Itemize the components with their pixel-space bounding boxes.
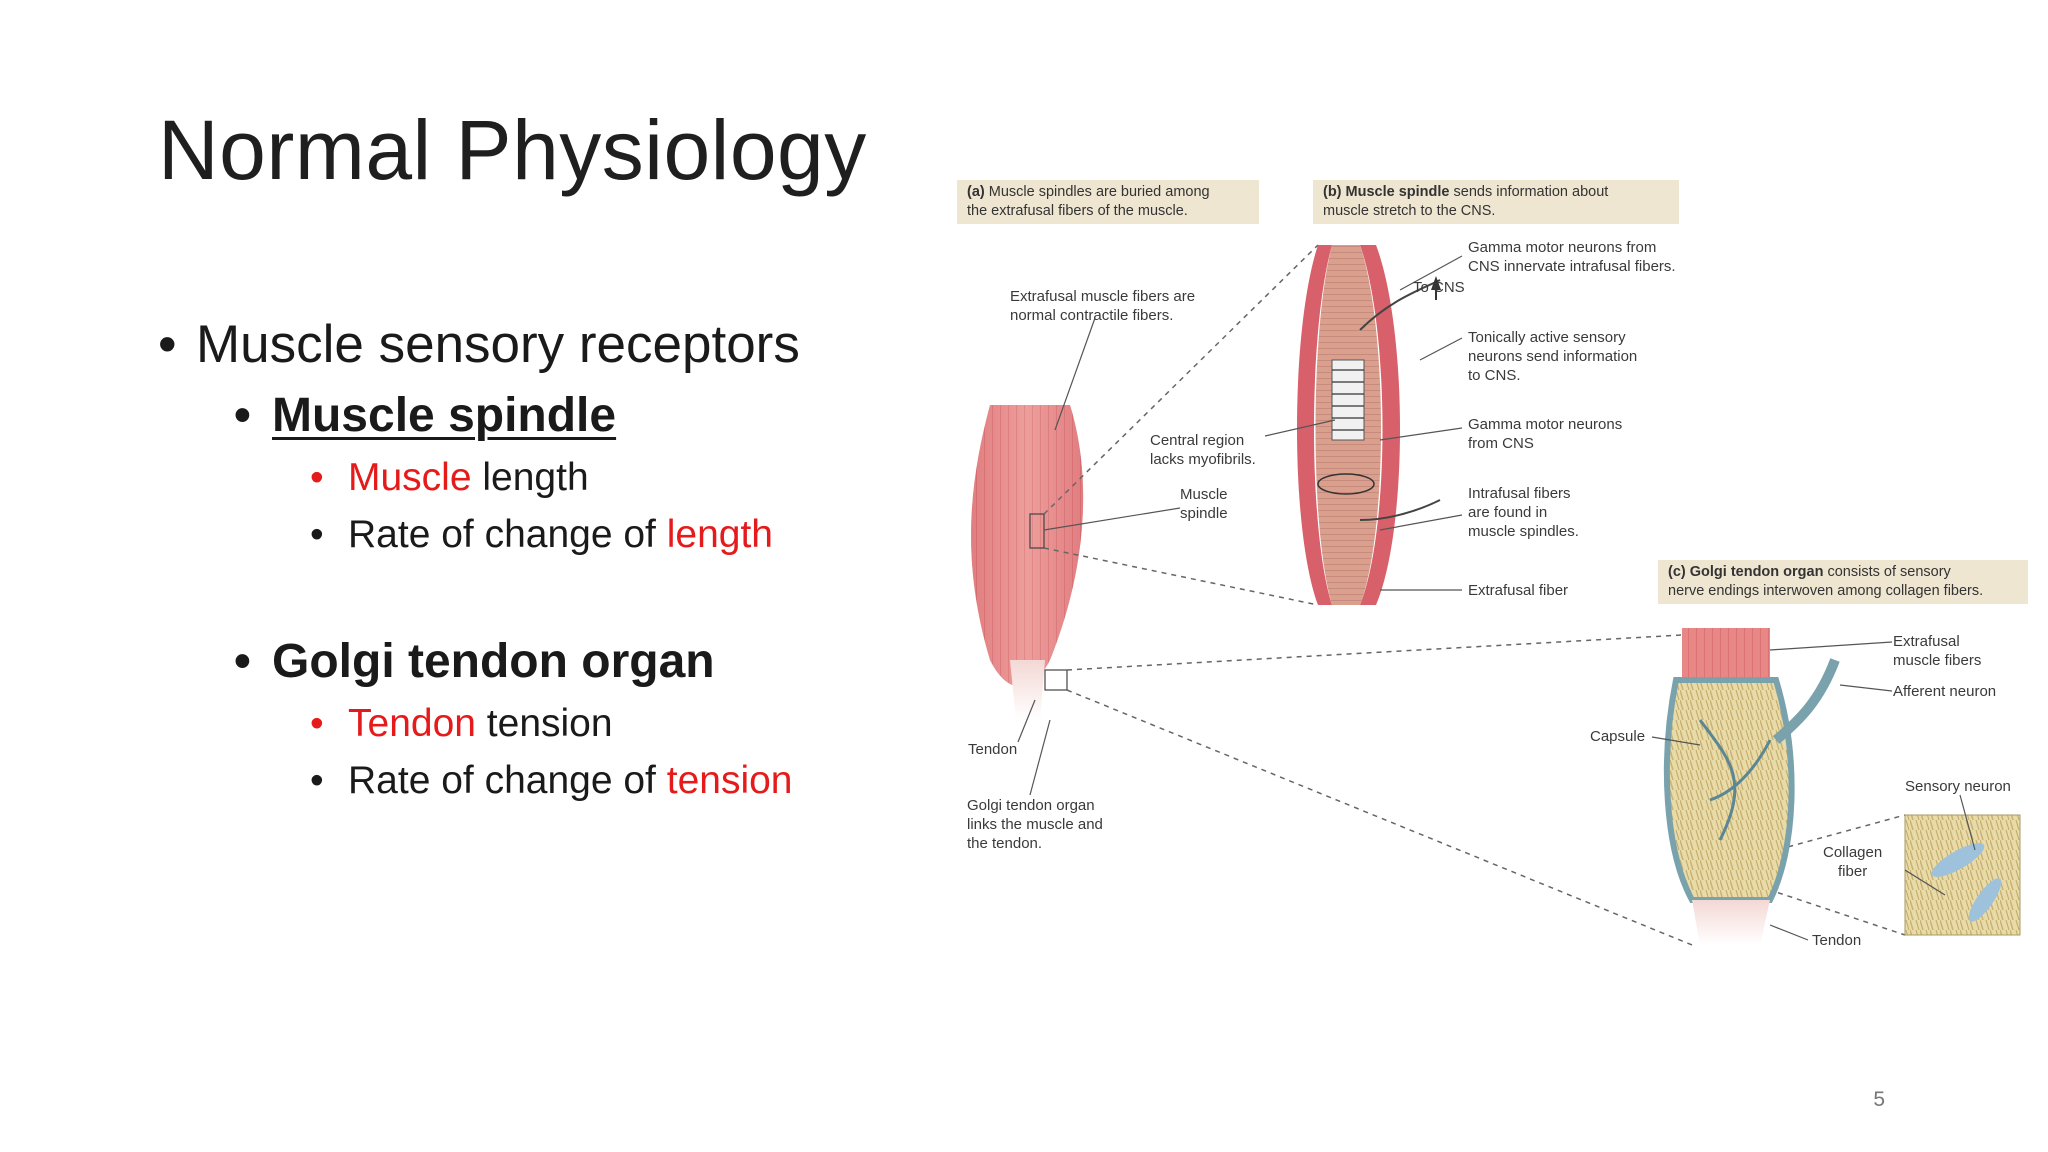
plain-text: Rate of change of: [348, 759, 667, 802]
label-tonically: Tonically active sensory neurons send in…: [1468, 329, 1638, 384]
caption-c-bold: (c) Golgi tendon organ: [1668, 564, 1824, 580]
golgi-tendon-organ-drawing: [1663, 628, 2021, 945]
caption-a-text: Muscle spindles are buried among the ext…: [967, 184, 1210, 219]
highlight-word: tension: [666, 759, 793, 802]
label-central-region: Central region lacks myofibrils.: [1150, 432, 1256, 468]
caption-a: (a) Muscle spindles are buried among the…: [957, 180, 1259, 224]
bullet-dot: •: [310, 456, 324, 499]
label-gamma-top: Gamma motor neurons from CNS innervate i…: [1468, 239, 1676, 275]
label-muscle-spindle: Muscle spindle: [1180, 486, 1228, 522]
bullet-text: Tendon tension: [348, 704, 613, 743]
bullet-dot: •: [310, 702, 324, 745]
bullet-dot: •: [234, 389, 251, 442]
caption-b: (b) Muscle spindle sends information abo…: [1313, 180, 1679, 224]
highlight-word: length: [666, 513, 773, 556]
plain-text: length: [471, 456, 589, 499]
page-number: 5: [1873, 1088, 1885, 1111]
label-intrafusal: Intrafusal fibers are found in muscle sp…: [1468, 485, 1579, 540]
caption-b-bold: (b) Muscle spindle: [1323, 184, 1450, 200]
label-collagen-fiber: Collagen fiber: [1823, 844, 1883, 880]
bullet-dot: •: [158, 315, 177, 374]
bullet-text: Rate of change of length: [348, 515, 773, 554]
golgi-heading: Golgi tendon organ: [272, 635, 715, 688]
caption-c-text: consists of sensory nerve endings interw…: [1668, 564, 1984, 599]
caption-b-text: sends information about muscle stretch t…: [1323, 184, 1609, 219]
label-to-cns: To CNS: [1413, 279, 1465, 296]
label-gamma-mid: Gamma motor neurons from CNS: [1468, 416, 1623, 452]
label-extrafusal-muscle-fibers: Extrafusal muscle fibers: [1893, 633, 1982, 669]
muscle-spindle-heading: Muscle spindle: [272, 389, 617, 442]
caption-a-bold: (a): [967, 184, 985, 200]
label-capsule: Capsule: [1590, 728, 1646, 745]
bullet-l1-text: Muscle sensory receptors: [196, 315, 800, 374]
label-tendon-a: Tendon: [968, 741, 1018, 758]
plain-text: tension: [475, 702, 613, 745]
muscle-spindle-drawing: [1297, 245, 1441, 605]
label-tendon-c: Tendon: [1812, 932, 1862, 949]
highlight-word: Muscle: [348, 456, 472, 499]
label-golgi-links: Golgi tendon organ links the muscle and …: [967, 797, 1103, 852]
bullet-dot: •: [310, 513, 324, 556]
label-sensory-neuron: Sensory neuron: [1905, 778, 2011, 795]
slide-title: Normal Physiology: [158, 103, 867, 197]
whole-muscle: [971, 405, 1084, 720]
label-afferent-neuron: Afferent neuron: [1893, 683, 1997, 700]
label-extrafusal-normal: Extrafusal muscle fibers are normal cont…: [1010, 288, 1196, 324]
bullet-text: Muscle length: [348, 458, 589, 497]
caption-c: (c) Golgi tendon organ consists of senso…: [1658, 560, 2028, 604]
plain-text: Rate of change of: [348, 513, 667, 556]
bullet-text: Rate of change of tension: [348, 761, 793, 800]
highlight-word: Tendon: [348, 702, 476, 745]
bullet-dot: •: [310, 759, 324, 802]
bullet-dot: •: [234, 635, 251, 688]
label-extrafusal-fiber: Extrafusal fiber: [1468, 582, 1569, 599]
